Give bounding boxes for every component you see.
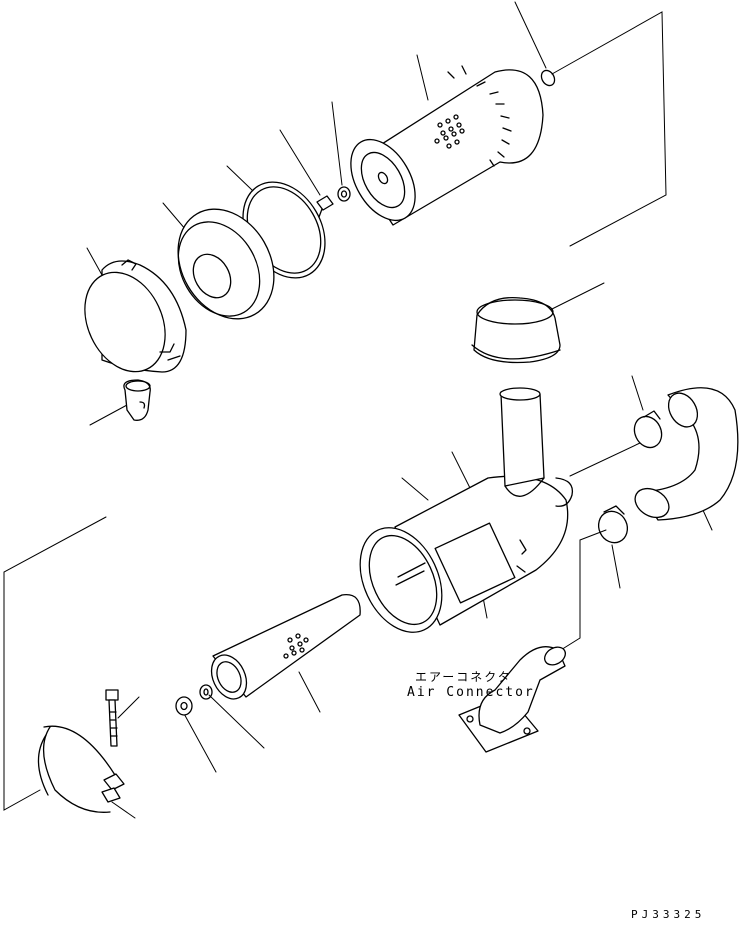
vacuator-valve xyxy=(123,379,151,421)
air-connector xyxy=(458,646,566,753)
flange-nut xyxy=(175,696,193,716)
hose-clamp-lower xyxy=(597,505,629,544)
mounting-band xyxy=(37,725,125,813)
washer-bolt xyxy=(316,195,334,218)
leader-lines xyxy=(86,1,713,819)
filter-fins xyxy=(447,65,512,167)
precleaner-cap xyxy=(471,296,561,364)
upper-bracket-line xyxy=(551,11,667,247)
washer-small xyxy=(199,684,213,700)
connector-bracket-line xyxy=(547,529,607,659)
bolt xyxy=(105,689,119,747)
lower-bracket-line xyxy=(3,516,107,811)
inner-filter-dots xyxy=(283,633,309,659)
filter-cover-plate xyxy=(177,208,275,320)
outer-filter-element xyxy=(350,65,544,226)
inner-filter-element xyxy=(210,594,361,700)
elbow-hose xyxy=(634,387,739,521)
inlet-pipe xyxy=(499,387,545,497)
filter-perforation-dots xyxy=(434,114,465,149)
o-ring-small xyxy=(540,69,556,87)
air-connector-label-jp: エアーコネクタ xyxy=(415,670,512,684)
hose-clamp-upper xyxy=(633,410,663,449)
air-connector-label-en: Air Connector xyxy=(407,685,535,700)
air-cleaner-body xyxy=(359,475,574,633)
wing-nut xyxy=(337,186,351,202)
end-cap xyxy=(84,259,187,373)
drawing-code: PJ33325 xyxy=(631,908,706,921)
